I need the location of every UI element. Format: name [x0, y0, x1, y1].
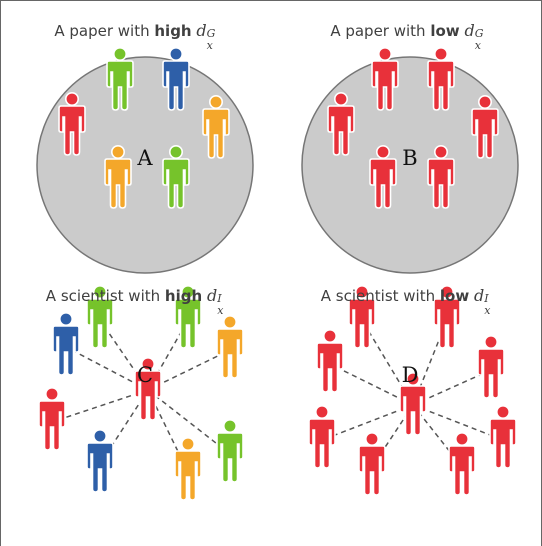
caption-level: high: [154, 22, 192, 40]
caption-level: low: [439, 287, 470, 305]
person-icon: [86, 428, 114, 493]
person-icon: [174, 284, 202, 349]
person-icon: [348, 284, 376, 349]
caption-prefix: A paper with: [330, 22, 431, 40]
network-edge: [329, 363, 414, 406]
person-icon: [52, 311, 80, 376]
network-edge: [412, 404, 504, 441]
caption-prefix: A scientist with: [45, 287, 165, 305]
center-person-icon: [134, 356, 162, 421]
group-circle-b: [301, 56, 519, 274]
person-icon: [86, 284, 114, 349]
network-edge: [361, 319, 414, 406]
person-icon: [369, 144, 397, 209]
network-edge: [147, 349, 231, 391]
person-icon: [327, 91, 355, 156]
person-icon: [216, 314, 244, 379]
network-label-d: D: [401, 363, 419, 387]
person-icon: [104, 144, 132, 209]
person-icon: [202, 94, 230, 159]
network-edge: [321, 404, 414, 441]
caption-prefix: A scientist with: [320, 287, 440, 305]
person-icon: [216, 418, 244, 483]
person-icon: [433, 284, 461, 349]
person-icon: [358, 431, 386, 496]
person-icon: [308, 404, 336, 469]
person-icon: [448, 431, 476, 496]
person-icon: [38, 386, 66, 451]
caption-level: high: [164, 287, 203, 305]
person-icon: [58, 91, 86, 156]
network-edge: [51, 389, 149, 423]
caption-level: low: [430, 22, 460, 40]
person-icon: [427, 144, 455, 209]
network-edge: [65, 346, 149, 391]
person-icon: [489, 404, 517, 469]
caption-prefix: A paper with: [54, 22, 155, 40]
person-icon: [316, 328, 344, 393]
person-icon: [427, 46, 455, 111]
person-icon: [477, 334, 505, 399]
group-label-a: A: [137, 146, 153, 170]
group-label-b: B: [402, 146, 418, 170]
group-circle-a: [36, 56, 254, 274]
person-icon: [162, 46, 190, 111]
person-icon: [162, 144, 190, 209]
person-icon: [106, 46, 134, 111]
person-icon: [471, 94, 499, 159]
network-label-c: C: [136, 363, 154, 387]
center-person-icon: [399, 371, 427, 436]
person-icon: [371, 46, 399, 111]
person-icon: [174, 436, 202, 501]
